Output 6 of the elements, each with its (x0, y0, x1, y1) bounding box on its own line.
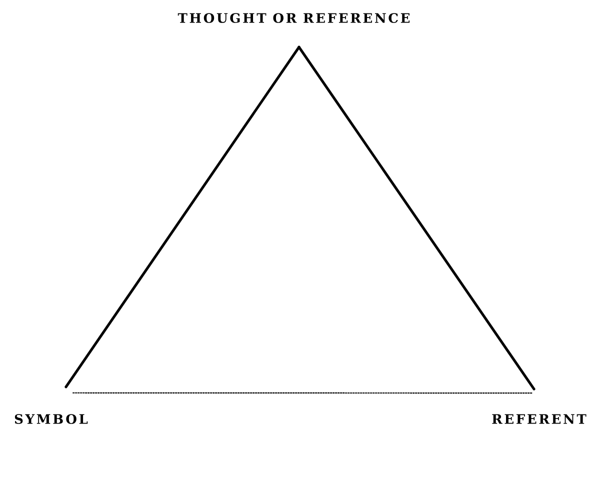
dotted-line (72, 392, 533, 394)
triangle-side (298, 46, 536, 390)
vertex-label: SYMBOL (14, 414, 88, 424)
vertex-label: REFERENT (492, 414, 586, 424)
triangle-side (64, 46, 300, 388)
vertex-label: THOUGHT OR REFERENCE (178, 13, 410, 23)
